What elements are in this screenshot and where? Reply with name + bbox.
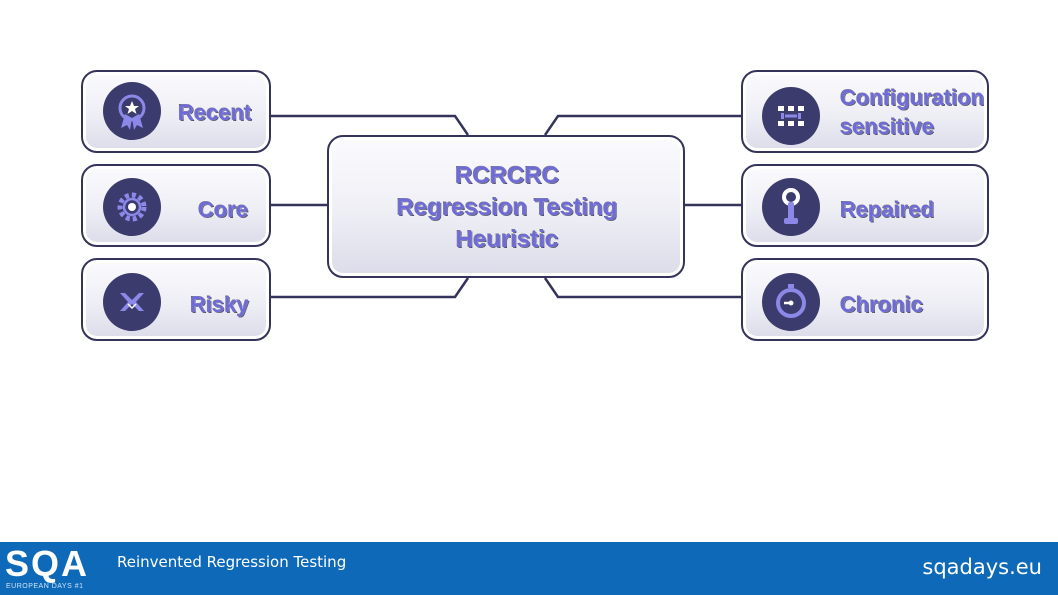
core-label: Core <box>198 197 249 222</box>
logo-text: SQA <box>5 543 90 584</box>
badge-icon <box>103 82 161 140</box>
center-card <box>327 135 685 278</box>
center-title-line3: Heuristic <box>455 226 559 253</box>
recent-label: Recent <box>178 100 252 125</box>
card-configuration-sensitive: Configuration sensitive <box>741 70 989 153</box>
center-title: RCRCRC Regression Testing Heuristic <box>330 160 684 256</box>
center-title-line1: RCRCRC <box>455 162 559 189</box>
center-title-line2: Regression Testing <box>396 194 618 221</box>
card-recent: Recent <box>81 70 271 153</box>
card-risky: Risky <box>81 258 271 341</box>
gear-icon <box>103 178 161 236</box>
risk-icon <box>103 273 161 331</box>
card-repaired: Repaired <box>741 164 989 247</box>
logo-subtext: EUROPEAN DAYS #1 <box>6 583 84 590</box>
footer-subtitle: Reinvented Regression Testing <box>117 553 347 571</box>
sqa-days-logo: SQA EUROPEAN DAYS #1 <box>3 544 93 592</box>
stopwatch-icon <box>762 273 820 331</box>
card-core: Core <box>81 164 271 247</box>
card-chronic: Chronic <box>741 258 989 341</box>
footer-bar: SQA EUROPEAN DAYS #1 Reinvented Regressi… <box>0 542 1058 595</box>
risky-label: Risky <box>190 292 249 317</box>
repaired-label: Repaired <box>840 197 935 222</box>
chronic-label: Chronic <box>840 292 924 317</box>
configuration-label-line2: sensitive <box>840 114 935 139</box>
configuration-label-line1: Configuration <box>840 85 985 110</box>
footer-site-link[interactable]: sqadays.eu <box>922 555 1042 579</box>
wrench-icon <box>762 178 820 236</box>
config-icon <box>762 87 820 145</box>
